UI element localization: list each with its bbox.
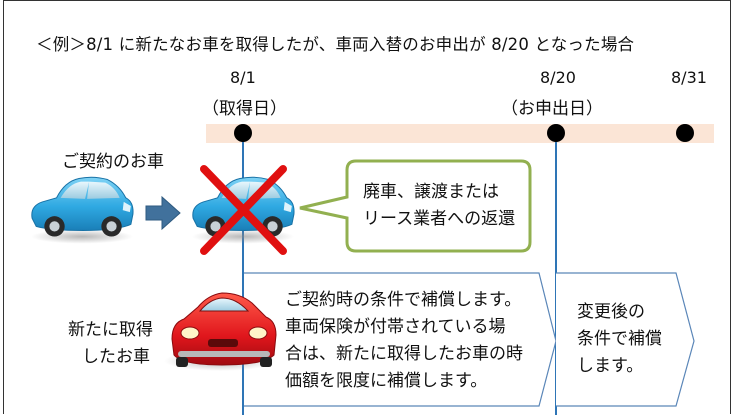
new-car-label-line-1: 新たに取得 <box>68 320 153 340</box>
disposal-note-line-1: 廃車、譲渡または <box>363 182 499 202</box>
compensation-before-line-2: 車両保険が付帯されている場 <box>285 317 506 337</box>
compensation-period-after <box>556 272 695 407</box>
timeline-dot-request <box>547 124 565 142</box>
caption-acquisition-day: （取得日） <box>202 99 287 119</box>
disposal-note-line-2: リース業者への返還 <box>363 209 516 229</box>
diagram-graphics <box>30 159 695 407</box>
red-cross-icon <box>200 165 287 255</box>
marker-line-acquisition <box>242 133 244 415</box>
diagram-title: ＜例＞8/1 に新たなお車を取得したが、車両入替のお申出が 8/20 となった場… <box>36 35 635 54</box>
compensation-after-line-2: 条件で補償 <box>577 329 662 349</box>
red-car-icon <box>164 292 277 371</box>
timeline-band <box>206 124 714 143</box>
compensation-before-line-1: ご契約時の条件で補償します。 <box>285 290 522 310</box>
compensation-before-line-4: 価額を限度に補償します。 <box>285 371 488 391</box>
timeline-dot-month-end <box>676 124 694 142</box>
compensation-after-line-1: 変更後の <box>577 302 645 322</box>
date-label-request: 8/20 <box>540 68 576 87</box>
date-label-acquisition: 8/1 <box>230 68 256 87</box>
disposal-callout <box>299 159 532 253</box>
right-arrow-icon <box>145 195 181 231</box>
compensation-after-line-3: します。 <box>577 356 644 376</box>
compensation-before-line-3: 合は、新たに取得したお車の時 <box>285 344 523 364</box>
date-label-month-end: 8/31 <box>671 68 707 87</box>
new-car-label-line-2: したお車 <box>82 347 150 367</box>
diagram-frame: ＜例＞8/1 に新たなお車を取得したが、車両入替のお申出が 8/20 となった場… <box>3 0 731 415</box>
blue-car-icon <box>30 176 134 245</box>
timeline-dot-acquisition <box>234 124 252 142</box>
caption-request-day: （お申出日） <box>501 99 603 119</box>
contracted-car-label: ご契約のお車 <box>62 152 164 172</box>
